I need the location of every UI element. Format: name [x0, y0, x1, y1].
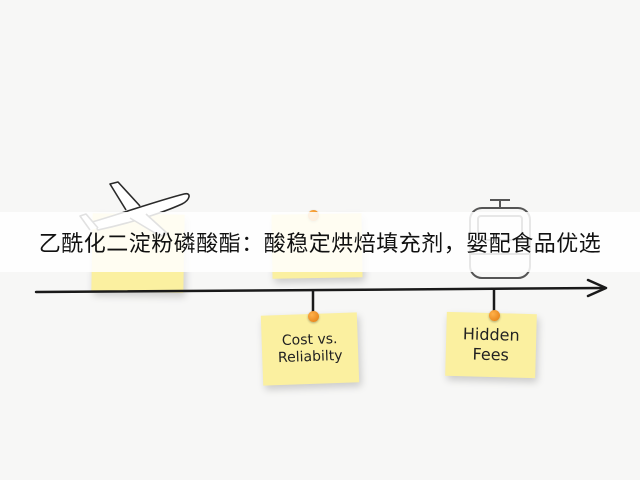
sticky-note-cost-vs-reliability: Cost vs. Reliabilty — [260, 312, 360, 386]
timeline-arrowhead — [586, 278, 608, 298]
caption-banner: 乙酰化二淀粉磷酸酯：酸稳定烘焙填充剂，婴配食品优选 — [0, 212, 640, 272]
pin-cost — [308, 311, 319, 322]
caption-text: 乙酰化二淀粉磷酸酯：酸稳定烘焙填充剂，婴配食品优选 — [38, 232, 602, 257]
note-fees-text: Hidden Fees — [462, 324, 520, 365]
note-cost-text: Cost vs. Reliabilty — [277, 330, 343, 367]
timeline-line — [34, 286, 606, 294]
sticky-note-hidden-fees: Hidden Fees — [445, 311, 537, 379]
pin-fees — [489, 310, 500, 321]
